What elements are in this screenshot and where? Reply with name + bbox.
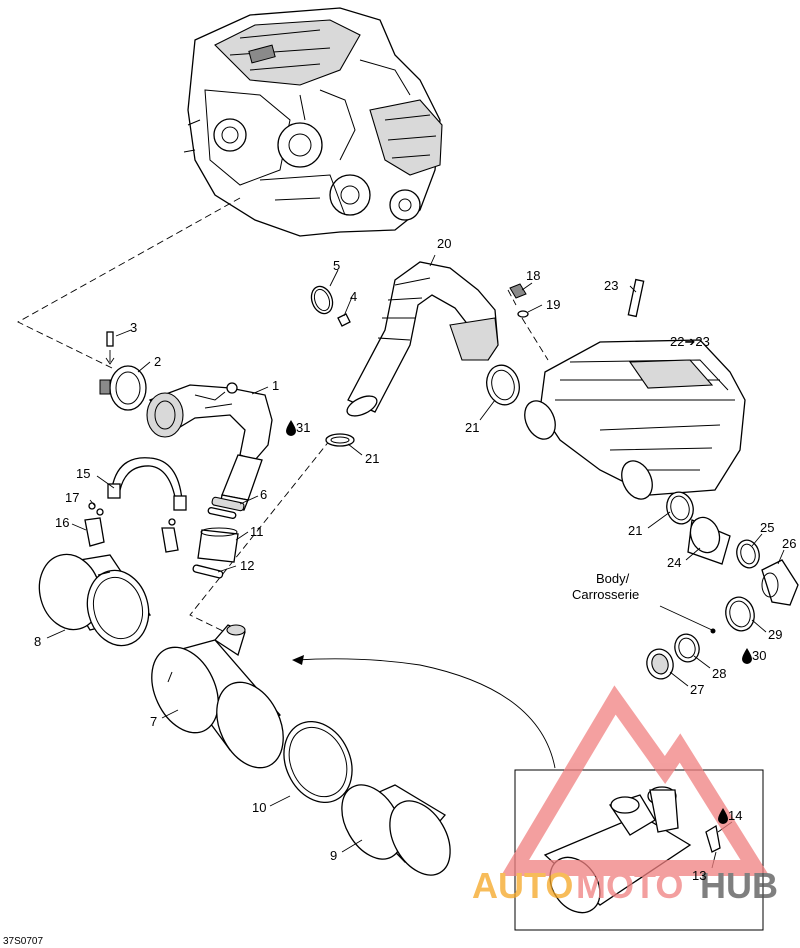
callout-18: 18 xyxy=(526,268,540,283)
callout-labels: 3 2 1 5 4 6 11 12 15 17 16 8 7 10 9 20 2… xyxy=(34,236,796,883)
part-26-elbow xyxy=(761,559,799,606)
part-21-clamp-lower xyxy=(666,491,694,525)
callout-25: 25 xyxy=(760,520,774,535)
part-16-brackets xyxy=(84,502,179,553)
callout-5: 5 xyxy=(333,258,340,273)
callout-1: 1 xyxy=(272,378,279,393)
assembly-lines xyxy=(17,197,549,633)
part-7-muffler xyxy=(151,624,284,769)
callout-17: 17 xyxy=(65,490,79,505)
part-4-fitting xyxy=(337,313,351,327)
callout-19: 19 xyxy=(546,297,560,312)
part-22-silencer xyxy=(524,339,746,500)
part-20-exhaust-pipe xyxy=(346,261,499,417)
part-5-oring xyxy=(310,285,334,315)
part-28-seal xyxy=(674,633,700,663)
part-21-clamp-right xyxy=(486,364,520,406)
callout-29: 29 xyxy=(768,627,782,642)
callout-6: 6 xyxy=(260,487,267,502)
part-8-heat-shield xyxy=(38,553,152,647)
callout-26: 26 xyxy=(782,536,796,551)
callout-21-c: 21 xyxy=(628,523,642,538)
callout-30: 30 xyxy=(752,648,766,663)
part-10-ring xyxy=(283,720,353,804)
callout-7: 7 xyxy=(150,714,157,729)
note-body-line1: Body/ xyxy=(596,571,630,586)
part-29-oring xyxy=(725,596,755,632)
callout-28: 28 xyxy=(712,666,726,681)
callout-27: 27 xyxy=(690,682,704,697)
part-25-clamp xyxy=(736,539,760,569)
part-27-nut xyxy=(646,648,674,680)
engine-block xyxy=(183,7,443,237)
part-23-rod xyxy=(627,278,645,318)
callout-9: 9 xyxy=(330,848,337,863)
watermark-hub: HUB xyxy=(700,865,778,906)
callout-21-a: 21 xyxy=(365,451,379,466)
part-18-19-fitting xyxy=(509,283,529,318)
watermark-moto: MOTO xyxy=(576,865,683,906)
part-21-clamp-center xyxy=(325,433,355,447)
callout-13: 13 xyxy=(692,868,706,883)
watermark-auto: AUTO xyxy=(472,865,573,906)
callout-2: 2 xyxy=(154,354,161,369)
part-15-strap xyxy=(107,457,187,511)
callout-12: 12 xyxy=(240,558,254,573)
callout-23: 23 xyxy=(604,278,618,293)
callout-21-b: 21 xyxy=(465,420,479,435)
callout-15: 15 xyxy=(76,466,90,481)
callout-3: 3 xyxy=(130,320,137,335)
part-2-clamp xyxy=(99,365,147,411)
part-3-screw xyxy=(105,331,115,365)
oil-drop-icon-30 xyxy=(742,648,752,664)
callout-31: 31 xyxy=(296,420,310,435)
part-11-sleeve xyxy=(197,527,239,563)
callout-14: 14 xyxy=(728,808,742,823)
inset-pointer-arrow xyxy=(292,655,556,769)
callout-22: 22➔23 xyxy=(670,334,710,349)
callout-4: 4 xyxy=(350,289,357,304)
part-1-exhaust-elbow xyxy=(146,382,273,511)
oil-drop-icon-31 xyxy=(286,420,296,436)
callout-24: 24 xyxy=(667,555,681,570)
callout-16: 16 xyxy=(55,515,69,530)
note-body-line2: Carrosserie xyxy=(572,587,639,602)
watermark-logo: AUTO MOTO HUB xyxy=(472,685,778,906)
part-9-end-cap xyxy=(341,784,451,876)
callout-11: 11 xyxy=(250,524,264,539)
callout-10: 10 xyxy=(252,800,266,815)
oil-drop-icon-14 xyxy=(718,808,728,824)
part-6-gasket xyxy=(207,496,245,519)
callout-20: 20 xyxy=(437,236,451,251)
drawing-id: 37S0707 xyxy=(3,936,43,947)
callout-8: 8 xyxy=(34,634,41,649)
part-12-clamp xyxy=(192,564,224,579)
part-24-hose xyxy=(687,516,731,565)
